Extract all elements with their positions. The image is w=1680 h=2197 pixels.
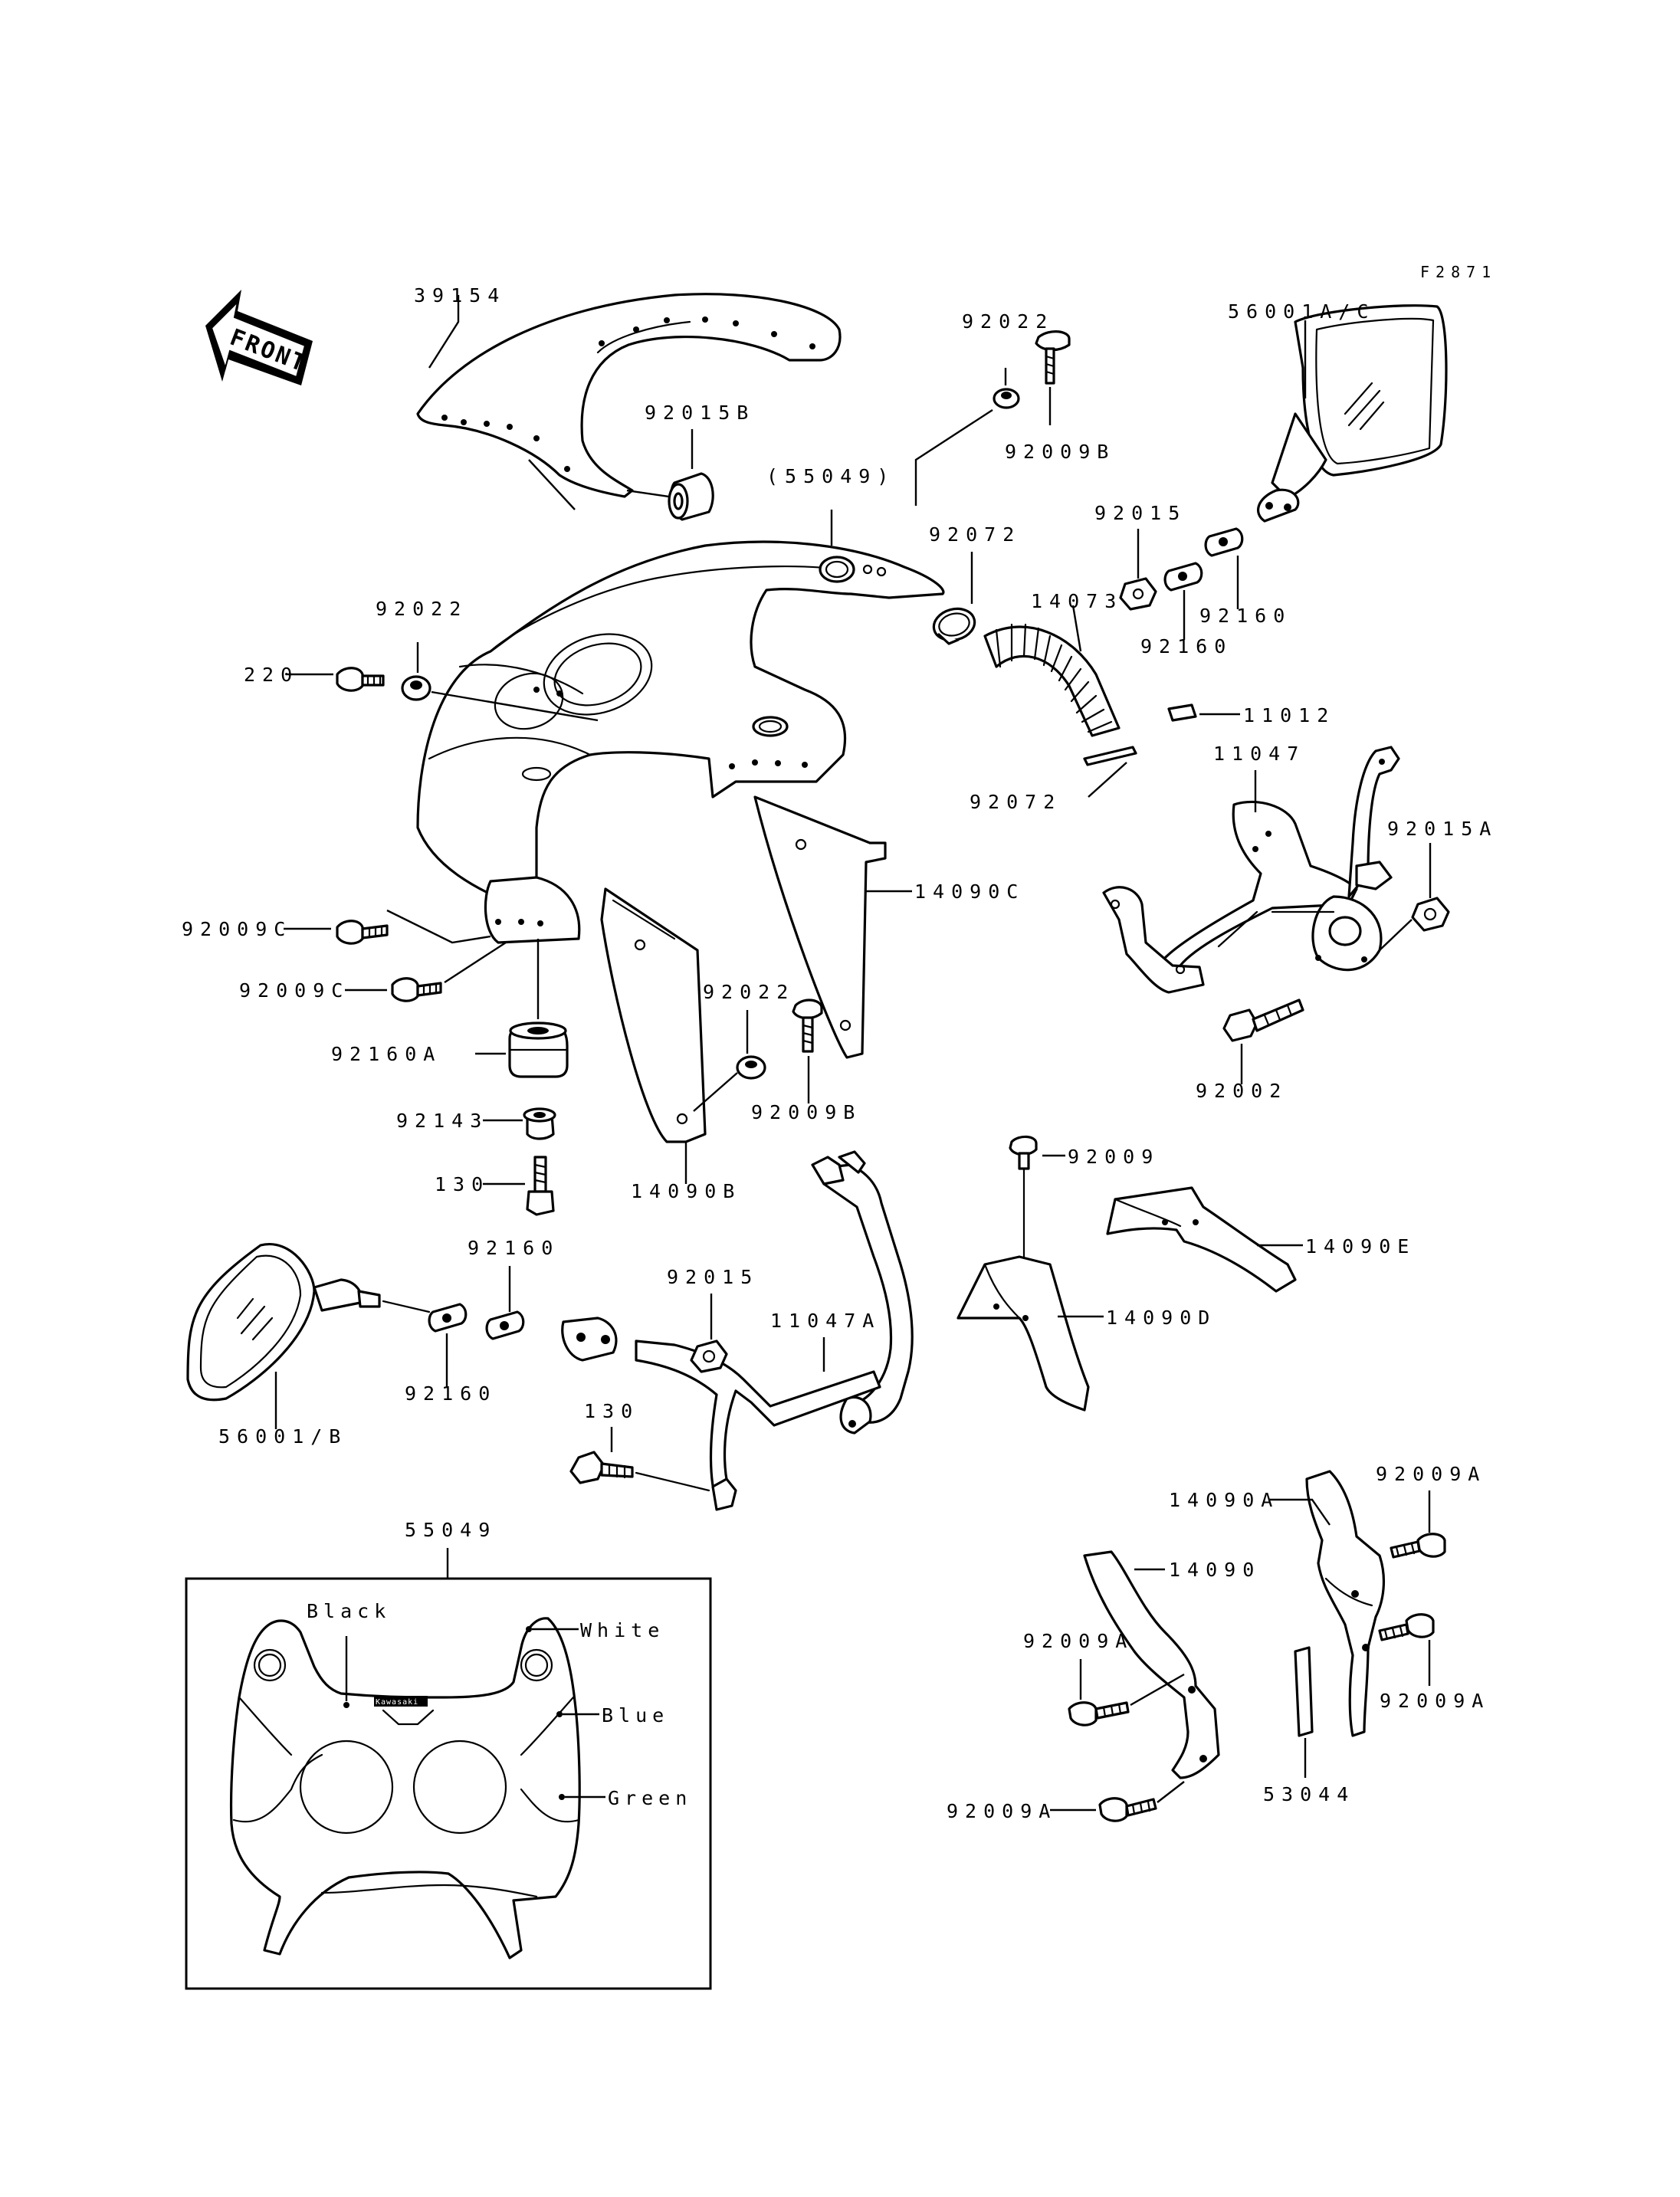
label-56001B: 56001/B [218, 1425, 347, 1448]
label-130-a: 130 [435, 1173, 490, 1195]
upper-cowl-39154 [416, 293, 842, 510]
bushing-92015B [626, 472, 714, 521]
bracket-14090A [1305, 1470, 1386, 1737]
label-92009A-1: 92009A [1376, 1463, 1486, 1485]
washer-92022-left [401, 675, 431, 701]
label-14090E: 14090E [1305, 1235, 1416, 1258]
label-56001AC: 56001A/C [1228, 300, 1375, 323]
inset-fairing: Kawasaki [229, 1617, 581, 1959]
label-92009C-1: 92009C [182, 918, 292, 940]
nut-92015-right [1119, 577, 1157, 611]
nut-92015A [1411, 897, 1450, 932]
label-92009C-2: 92009C [239, 979, 349, 1002]
label-14073: 14073 [1031, 590, 1123, 612]
fairing-55049 [416, 540, 945, 944]
label-55049-paren: (55049) [766, 465, 895, 487]
label-130-b: 130 [584, 1400, 639, 1422]
label-92009B-mid: 92009B [751, 1101, 861, 1123]
label-14090: 14090 [1169, 1559, 1261, 1581]
screw-92009A-4 [1098, 1781, 1185, 1822]
collar-92143 [523, 1107, 556, 1140]
label-92015A: 92015A [1387, 818, 1498, 840]
bolt-92002 [1222, 998, 1304, 1042]
damper-92160-r2 [1204, 527, 1244, 557]
stay-11047A [561, 1150, 914, 1511]
panel-14090E [1106, 1186, 1297, 1293]
label-11012: 11012 [1243, 704, 1335, 726]
screw-220 [336, 667, 385, 692]
label-92009B-top: 92009B [1005, 441, 1115, 463]
label-92143: 92143 [396, 1110, 488, 1132]
label-14090B: 14090B [631, 1180, 741, 1202]
panel-14090B [600, 887, 707, 1143]
label-92072-top: 92072 [929, 523, 1021, 546]
label-92009A-3: 92009A [1023, 1630, 1134, 1652]
label-220: 220 [244, 664, 299, 686]
label-92009A-2: 92009A [1380, 1690, 1490, 1712]
kawasaki-logo-icon [374, 1696, 428, 1707]
panel-14090C [753, 795, 887, 1059]
damper-92160-l1 [428, 1303, 468, 1333]
label-92015-right: 92015 [1094, 502, 1186, 524]
label-53044: 53044 [1263, 1783, 1355, 1805]
panel-14090D [956, 1255, 1090, 1412]
label-92072-low: 92072 [970, 791, 1061, 813]
color-label-white: White [580, 1619, 664, 1641]
screw-92009A-1 [1390, 1533, 1446, 1559]
label-11047A: 11047A [770, 1310, 881, 1332]
screw-92009C-1 [336, 920, 389, 945]
clip-92072-low [1083, 746, 1137, 766]
bolt-92009B-mid [792, 998, 823, 1053]
mirror-56001B [186, 1242, 431, 1402]
bracket-14090 [1083, 1550, 1220, 1779]
label-92015B: 92015B [645, 402, 755, 424]
label-92022-top: 92022 [962, 310, 1054, 333]
pad-11012 [1167, 703, 1197, 722]
damper-92160-r1 [1163, 562, 1203, 592]
label-55049: 55049 [405, 1519, 497, 1541]
stay-11047 [1102, 746, 1400, 994]
label-14090C: 14090C [914, 880, 1025, 903]
hose-14073 [983, 623, 1121, 737]
screw-92009A-3 [1068, 1701, 1130, 1726]
label-14090A: 14090A [1169, 1489, 1279, 1511]
label-92160-r1: 92160 [1140, 635, 1232, 657]
color-label-black: Black [307, 1600, 391, 1622]
front-arrow-icon: FRONT [205, 290, 313, 385]
label-92009A-4: 92009A [947, 1800, 1057, 1822]
color-label-green: Green [608, 1787, 692, 1809]
washer-92022-mid [736, 1055, 766, 1080]
label-92160-r2: 92160 [1199, 605, 1291, 627]
bolt-130-b [569, 1451, 710, 1492]
logo-text: Kawasaki [376, 1698, 418, 1707]
inset-frame [185, 1577, 712, 1990]
screw-92009A-2 [1378, 1613, 1435, 1641]
label-39154: 39154 [414, 284, 506, 307]
label-92022-left: 92022 [376, 598, 468, 620]
label-92160A: 92160A [331, 1043, 441, 1065]
label-92002: 92002 [1196, 1080, 1288, 1102]
color-label-blue: Blue [602, 1704, 669, 1726]
mirror-56001AC [1257, 304, 1448, 523]
label-92160-l2: 92160 [405, 1382, 497, 1405]
label-92160-l1: 92160 [468, 1237, 559, 1259]
bolt-92009B-top [1035, 330, 1071, 385]
label-92022-mid: 92022 [703, 981, 795, 1003]
washer-92022-top [993, 388, 1020, 409]
grommet-92160A [508, 1021, 569, 1078]
screw-92009C-2 [391, 977, 442, 1002]
strip-53044 [1294, 1646, 1314, 1737]
label-92009: 92009 [1068, 1146, 1160, 1168]
label-14090D: 14090D [1106, 1307, 1216, 1329]
label-92015-mid: 92015 [667, 1266, 759, 1288]
clamp-92072-top [932, 607, 976, 645]
label-11047: 11047 [1213, 743, 1305, 765]
nut-92015-mid [690, 1340, 728, 1373]
damper-92160-l2 [485, 1310, 525, 1340]
bolt-130-a [526, 1156, 555, 1216]
figure-code: F2871 [1420, 263, 1497, 281]
